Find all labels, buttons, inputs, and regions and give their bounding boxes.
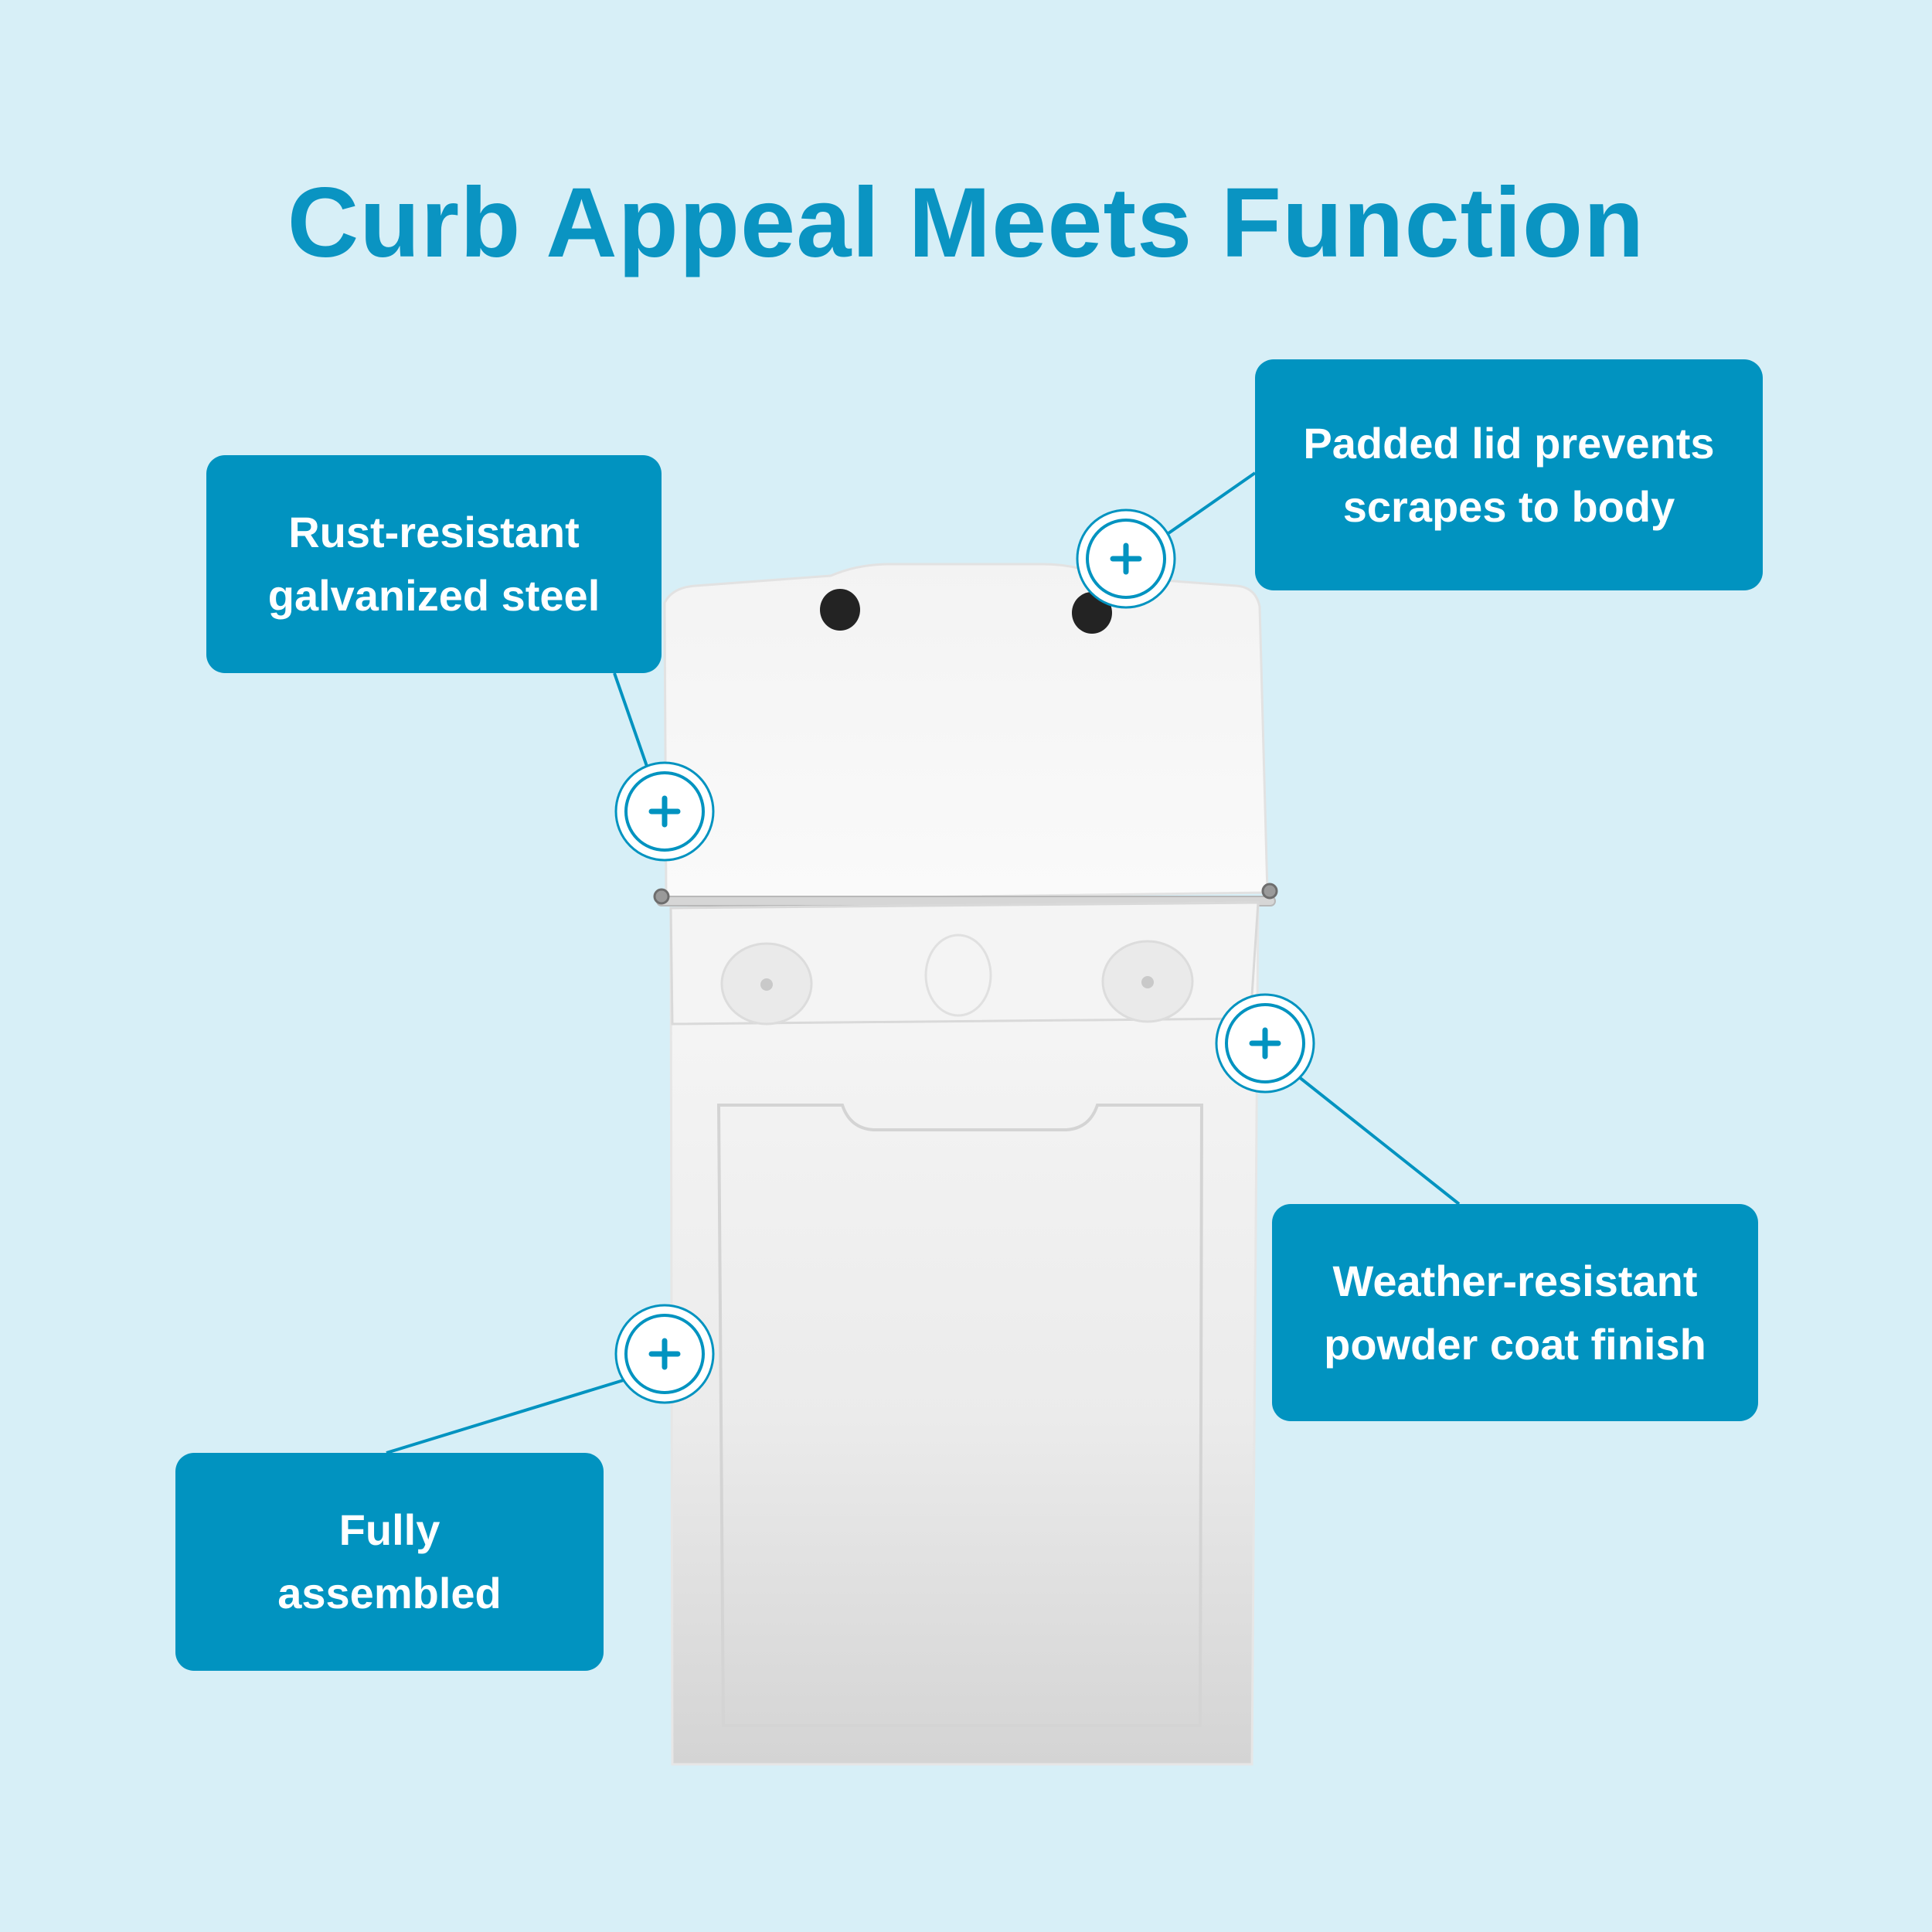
mount-hole-left [760, 978, 773, 991]
callout-line: assembled [277, 1569, 502, 1617]
hinge-pin-right [1261, 883, 1278, 900]
callout-line: scrapes to body [1342, 481, 1675, 531]
mailbox-body [669, 901, 1260, 1766]
callout-line: Fully [338, 1505, 440, 1554]
connector-rust [613, 672, 651, 774]
mailbox-lid [663, 563, 1269, 902]
mailbox-icon [653, 563, 1278, 1766]
connector-weather [1297, 1075, 1461, 1206]
marker-lid [1076, 509, 1176, 609]
marker-rust [614, 761, 715, 862]
plus-icon [648, 1338, 681, 1370]
emboss-logo [924, 934, 992, 1017]
callout-rust-resistant: Rust-resistant galvanized steel [206, 455, 662, 673]
callout-line: Rust-resistant [288, 508, 580, 556]
plus-icon [1249, 1027, 1281, 1060]
connector-lines [386, 471, 1461, 1454]
connector-assembled [386, 1378, 627, 1454]
plus-icon [1110, 543, 1142, 575]
plus-icon [648, 795, 681, 828]
mount-hole-right [1141, 976, 1154, 988]
marker-assembled [614, 1304, 715, 1404]
callout-line: Padded lid prevents [1303, 418, 1715, 468]
callout-line: galvanized steel [267, 571, 600, 620]
callout-line: powder coat finish [1324, 1319, 1706, 1369]
callout-padded-lid: Padded lid prevents scrapes to body [1255, 359, 1763, 590]
front-panel [716, 1104, 1204, 1727]
page-title: Curb Appeal Meets Function [287, 168, 1645, 278]
connector-lid [1167, 471, 1257, 535]
callout-fully-assembled: Fully assembled [175, 1453, 604, 1671]
callout-weather-resistant: Weather-resistant powder coat finish [1272, 1204, 1758, 1421]
marker-weather [1215, 993, 1315, 1094]
lid-pad-left [820, 589, 860, 631]
callout-line: Weather-resistant [1332, 1256, 1698, 1305]
hinge-pin-left [653, 888, 670, 905]
